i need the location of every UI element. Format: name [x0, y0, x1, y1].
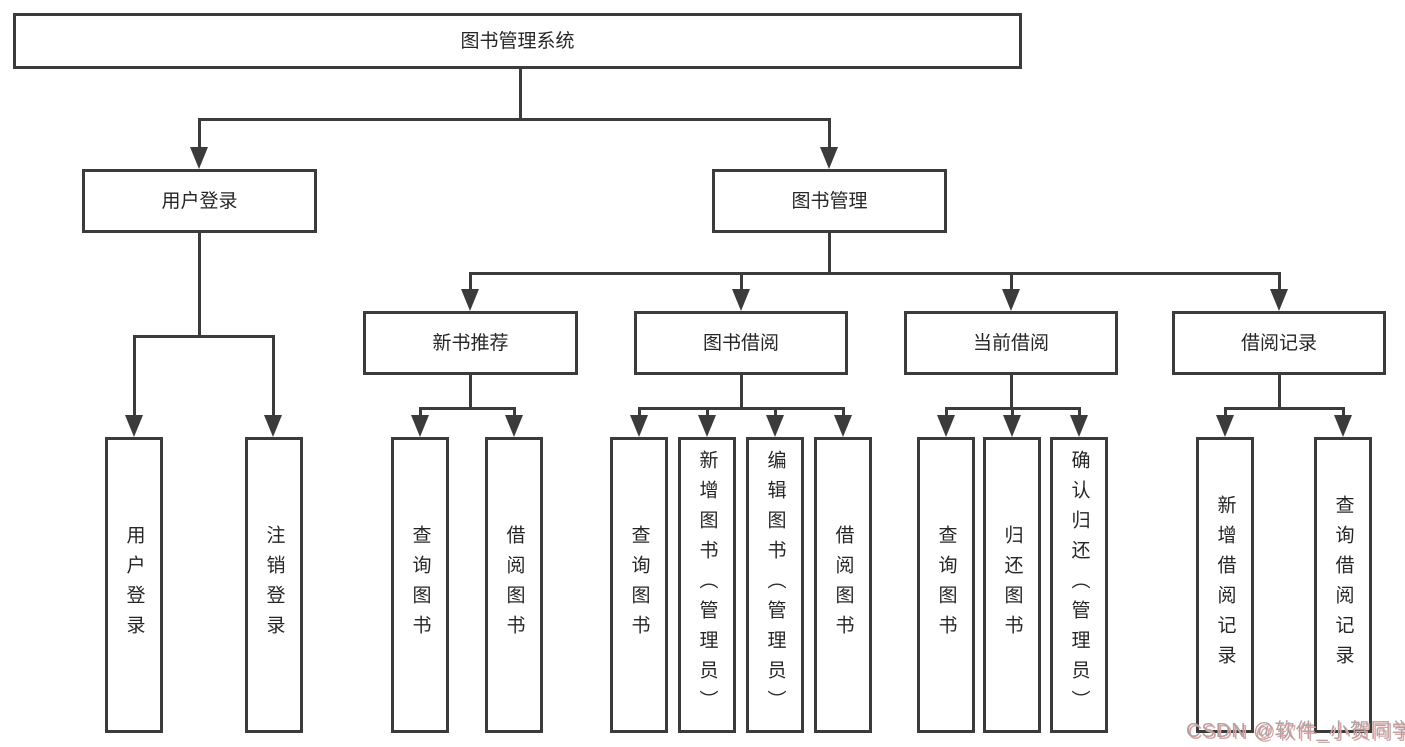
- connector-borrow-records-stem: [1278, 375, 1281, 407]
- connector-drop-new-book: [469, 272, 472, 291]
- connector-drop: [706, 407, 709, 421]
- connector-new-book-stem: [469, 375, 472, 407]
- connector-drop: [842, 407, 845, 421]
- connector-drop-current-borrow: [1010, 272, 1013, 291]
- node-label: 图书借阅: [702, 332, 779, 354]
- leaf-confirm-return-admin: 确认归还（管理员）: [1050, 437, 1108, 733]
- connector-current-borrow-stem: [1010, 375, 1013, 407]
- connector-drop-leaf-logout: [272, 335, 275, 419]
- node-label: 用户登录: [123, 525, 145, 645]
- arrow-down-icon: [834, 415, 852, 437]
- node-label: 图书管理: [791, 190, 868, 212]
- leaf-user-login: 用户登录: [105, 437, 163, 733]
- connector-drop: [774, 407, 777, 421]
- csdn-watermark: CSDN @软件_小贺同学: [1186, 720, 1405, 742]
- node-label: 查询图书: [628, 525, 650, 645]
- node-label: 当前借阅: [972, 332, 1049, 354]
- leaf-return-books: 归还图书: [983, 437, 1041, 733]
- arrow-down-icon: [1270, 289, 1288, 311]
- arrow-down-icon: [820, 147, 838, 169]
- node-label: 编辑图书（管理员）: [764, 450, 786, 720]
- connector-drop: [945, 407, 948, 421]
- arrow-down-icon: [1003, 415, 1021, 437]
- connector-drop: [638, 407, 641, 421]
- leaf-query-books-recommend: 查询图书: [391, 437, 449, 733]
- node-label: 注销登录: [263, 525, 285, 645]
- connector-borrow-records-bar: [1224, 407, 1344, 410]
- node-label: 借阅记录: [1240, 332, 1317, 354]
- node-new-book-recommendation: 新书推荐: [363, 311, 578, 375]
- connector-book-borrow-stem: [740, 375, 743, 407]
- arrow-down-icon: [1334, 415, 1352, 437]
- connector-drop-user-login: [198, 118, 201, 151]
- arrow-down-icon: [698, 415, 716, 437]
- node-label: 新书推荐: [432, 332, 509, 354]
- connector-drop: [419, 407, 422, 421]
- node-label: 确认归还（管理员）: [1068, 450, 1090, 720]
- node-book-management-system: 图书管理系统: [13, 13, 1022, 69]
- arrow-down-icon: [630, 415, 648, 437]
- connector-drop-book-borrow: [740, 272, 743, 291]
- node-book-borrowing: 图书借阅: [634, 311, 848, 375]
- leaf-borrow-books: 借阅图书: [814, 437, 872, 733]
- node-user-login: 用户登录: [82, 169, 317, 233]
- connector-drop: [513, 407, 516, 421]
- connector-drop-borrow-records: [1278, 272, 1281, 291]
- node-book-management: 图书管理: [712, 169, 947, 233]
- connector-drop: [1011, 407, 1014, 421]
- arrow-down-icon: [461, 289, 479, 311]
- node-label: 归还图书: [1001, 525, 1023, 645]
- connector-new-book-bar: [419, 407, 515, 410]
- node-label: 图书管理系统: [460, 30, 575, 52]
- node-label: 借阅图书: [832, 525, 854, 645]
- node-borrowing-records: 借阅记录: [1172, 311, 1386, 375]
- connector-drop: [1078, 407, 1081, 421]
- node-label: 查询图书: [409, 525, 431, 645]
- arrow-down-icon: [411, 415, 429, 437]
- connector-drop: [1224, 407, 1227, 421]
- arrow-down-icon: [937, 415, 955, 437]
- node-label: 新增借阅记录: [1214, 495, 1236, 675]
- leaf-add-books-admin: 新增图书（管理员）: [678, 437, 736, 733]
- connector-drop-book-management: [828, 118, 831, 151]
- connector-root-bar: [198, 118, 831, 121]
- arrow-down-icon: [732, 289, 750, 311]
- leaf-logout-login: 注销登录: [245, 437, 303, 733]
- connector-root-stem: [519, 69, 522, 118]
- connector-book-management-bar: [469, 272, 1280, 275]
- node-label: 借阅图书: [503, 525, 525, 645]
- arrow-down-icon: [264, 415, 282, 437]
- arrow-down-icon: [1216, 415, 1234, 437]
- connector-book-borrow-bar: [638, 407, 844, 410]
- arrow-down-icon: [1070, 415, 1088, 437]
- leaf-edit-books-admin: 编辑图书（管理员）: [746, 437, 804, 733]
- leaf-borrow-books-recommend: 借阅图书: [485, 437, 543, 733]
- leaf-query-borrow-record: 查询借阅记录: [1314, 437, 1372, 733]
- node-label: 查询图书: [935, 525, 957, 645]
- connector-drop: [1342, 407, 1345, 421]
- node-label: 用户登录: [161, 190, 238, 212]
- node-label: 新增图书（管理员）: [696, 450, 718, 720]
- arrow-down-icon: [190, 147, 208, 169]
- arrow-down-icon: [1002, 289, 1020, 311]
- leaf-add-borrow-record: 新增借阅记录: [1196, 437, 1254, 733]
- node-label: 查询借阅记录: [1332, 495, 1354, 675]
- arrow-down-icon: [125, 415, 143, 437]
- connector-user-login-stem: [198, 233, 201, 335]
- leaf-query-books-current: 查询图书: [917, 437, 975, 733]
- leaf-query-books-borrow: 查询图书: [610, 437, 668, 733]
- node-current-borrowing: 当前借阅: [904, 311, 1118, 375]
- connector-user-login-bar: [133, 335, 274, 338]
- arrow-down-icon: [766, 415, 784, 437]
- arrow-down-icon: [505, 415, 523, 437]
- connector-drop-leaf-user-login: [133, 335, 136, 419]
- connector-book-management-stem: [828, 233, 831, 272]
